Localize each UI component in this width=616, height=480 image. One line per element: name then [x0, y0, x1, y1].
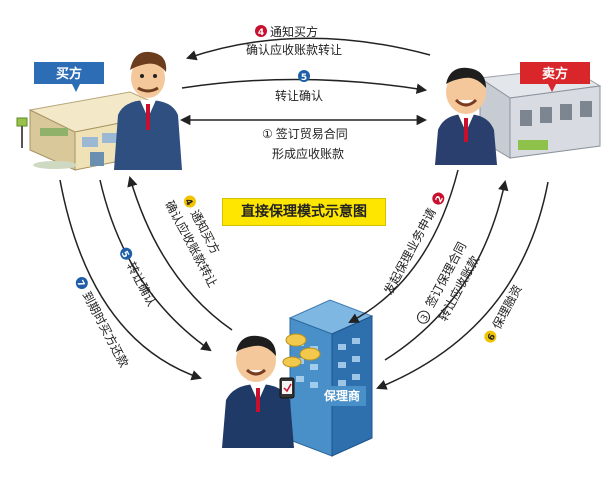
arrow-step4-left	[127, 175, 233, 331]
svg-text:5: 5	[119, 250, 131, 260]
svg-text:4: 4	[182, 197, 194, 207]
seller-label: 卖方	[542, 66, 568, 82]
arrow-step3	[384, 179, 509, 361]
factor-tag: 保理商	[318, 386, 366, 406]
svg-text:保理融资: 保理融资	[490, 283, 525, 332]
step3-label: 签订保理合同 转让应收账款 3	[417, 239, 482, 324]
buyer-tag: 买方	[34, 62, 104, 92]
arrow-step2	[348, 169, 459, 323]
svg-text:到期时买方还款: 到期时买方还款	[79, 289, 132, 370]
svg-text:5: 5	[301, 73, 307, 83]
svg-text:7: 7	[74, 279, 86, 289]
buyer-sign-icon	[16, 117, 28, 148]
svg-text:2: 2	[434, 194, 446, 204]
svg-text:发起保理业务申请: 发起保理业务申请	[381, 205, 439, 297]
svg-text:形成应收账款: 形成应收账款	[272, 146, 344, 161]
step5-top-label: 5 转让确认	[275, 70, 323, 103]
step5-left-label: 5 转让确认	[119, 247, 160, 309]
arrow-step6	[376, 181, 549, 390]
svg-text:通知买方: 通知买方	[270, 24, 318, 39]
svg-text:确认应收账款转让: 确认应收账款转让	[246, 42, 342, 57]
svg-text:转让确认: 转让确认	[275, 88, 323, 103]
svg-text:6: 6	[486, 332, 498, 342]
seller-tag: 卖方	[520, 62, 590, 92]
diagram-title: 直接保理模式示意图	[222, 198, 386, 226]
factor-building	[288, 299, 374, 457]
svg-text:4: 4	[258, 28, 264, 38]
arrow-step7	[59, 179, 202, 381]
arrow-step5-left	[99, 179, 212, 352]
step7-label: 7 到期时买方还款	[74, 277, 132, 370]
coins-icon	[282, 333, 321, 368]
svg-text:3: 3	[420, 313, 432, 323]
buyer-label: 买方	[56, 66, 82, 82]
seller-person-icon	[435, 67, 497, 165]
svg-text:转让确认: 转让确认	[124, 259, 160, 308]
buyer-person-icon	[114, 51, 182, 170]
factor-label: 保理商	[323, 388, 360, 403]
step4-top-label: 4 通知买方 确认应收账款转让	[246, 24, 342, 57]
factor-person-icon	[222, 335, 295, 448]
arrow-step4-top	[186, 37, 431, 61]
